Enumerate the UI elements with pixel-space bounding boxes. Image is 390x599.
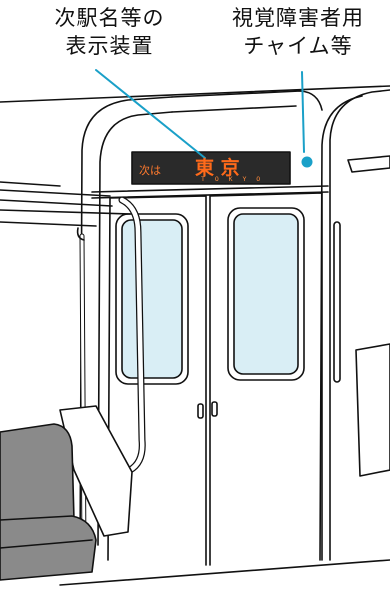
- display-prefix-text: 次は: [139, 163, 161, 177]
- display-station-roman: T O K Y O: [201, 175, 263, 183]
